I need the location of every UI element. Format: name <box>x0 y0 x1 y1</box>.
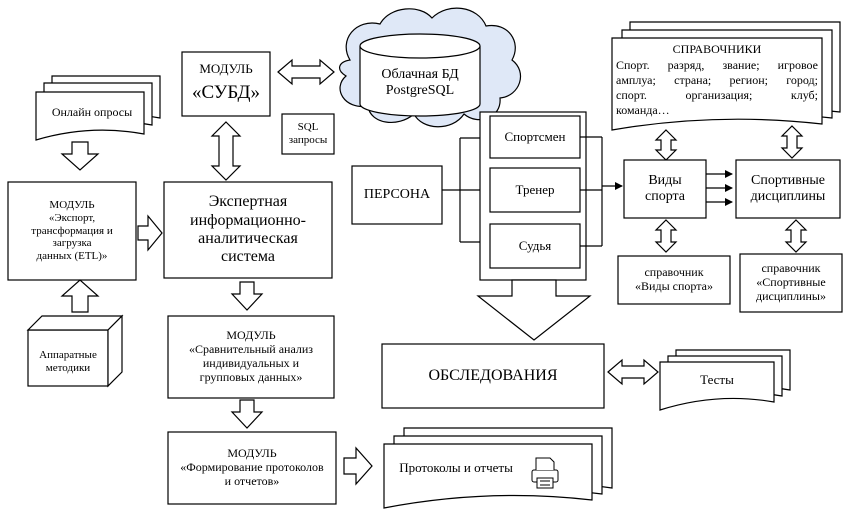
reference-line: амплуа; страна; регион; город; <box>616 73 818 87</box>
arrow-etl-to-eias <box>137 214 163 252</box>
comparative-module-box <box>167 315 335 399</box>
reference-line: команда… <box>616 103 670 117</box>
arrow-hardware-to-etl <box>60 279 100 313</box>
arrow-exams-tests <box>607 358 659 386</box>
disciplines-label: Спортивные дисциплины <box>750 172 826 204</box>
coach-label: Тренер <box>515 181 555 197</box>
reference-line: Спорт. разряд, звание; игровое <box>616 58 818 72</box>
reference-line: спорт. организация; клуб; <box>616 88 818 102</box>
disciplines-ref-label: справочник «Спортивные дисциплины» <box>755 261 826 303</box>
arrow-dbms-eias <box>210 121 242 181</box>
sql-queries-label: SQL запросы <box>288 121 328 146</box>
sports-types-ref-box <box>617 255 731 305</box>
comparative-module-label: МОДУЛЬ «Сравнительный анализ индивидуаль… <box>188 328 314 384</box>
judge-box <box>489 223 581 269</box>
persona-label: ПЕРСОНА <box>363 186 431 202</box>
judge-label: Судья <box>518 237 552 253</box>
eias-label: Экспертная информационно- аналитическая … <box>190 193 306 266</box>
examinations-box <box>381 343 605 409</box>
athlete-label: Спортсмен <box>504 128 566 144</box>
reports-doc-label: Протоколы и отчеты <box>399 459 513 475</box>
persona-box <box>351 165 443 225</box>
reports-module-box <box>167 431 337 505</box>
online-surveys-label: Онлайн опросы <box>51 105 133 120</box>
coach-box <box>489 167 581 213</box>
online-surveys-doc <box>35 75 161 141</box>
arrow-reports-to-doc <box>343 446 373 486</box>
arrow-disciplines-ref <box>784 219 808 253</box>
references-list: Спорт. разряд, звание; игровое амплуа; с… <box>616 58 818 118</box>
arrow-refs-sports-types <box>654 129 678 161</box>
arrow-surveys-to-etl <box>60 141 100 171</box>
database-cylinder <box>359 33 481 117</box>
sql-queries-box <box>281 113 335 155</box>
sports-types-ref-label: справочник «Виды спорта» <box>635 265 713 293</box>
dbms-title: МОДУЛЬ <box>199 60 253 76</box>
arrow-dbms-cloud <box>277 58 335 86</box>
dbms-module-box <box>181 51 271 117</box>
eias-box <box>163 181 333 279</box>
arrow-roles-to-exams <box>476 279 592 341</box>
tests-doc <box>659 349 791 411</box>
arrow-refs-disciplines <box>780 125 804 159</box>
sports-types-label: Виды спорта <box>644 172 686 204</box>
references-title: СПРАВОЧНИКИ <box>672 42 762 57</box>
arrow-sports-types-ref <box>654 219 678 253</box>
reports-module-label: МОДУЛЬ «Формирование протоколов и отчето… <box>180 446 324 488</box>
hardware-label: Аппаратные методики <box>39 349 97 374</box>
tests-label: Тесты <box>700 371 734 387</box>
etl-module-box <box>7 181 137 281</box>
disciplines-ref-box <box>739 253 843 313</box>
arrow-comparative-to-reports <box>230 399 264 429</box>
hardware-cube <box>26 314 124 388</box>
dbms-name: «СУБД» <box>191 82 261 104</box>
cloud-db-label: Облачная БД PostgreSQL <box>381 66 459 98</box>
disciplines-box <box>735 159 841 219</box>
etl-module-label: МОДУЛЬ «Экспорт, трансформация и загрузк… <box>31 199 113 262</box>
printer-icon <box>531 457 559 489</box>
persona-connectors <box>442 138 461 242</box>
sports-types-box <box>623 159 707 219</box>
arrow-eias-to-comparative <box>230 281 264 311</box>
examinations-label: ОБСЛЕДОВАНИЯ <box>428 366 558 384</box>
references-doc <box>611 21 841 131</box>
